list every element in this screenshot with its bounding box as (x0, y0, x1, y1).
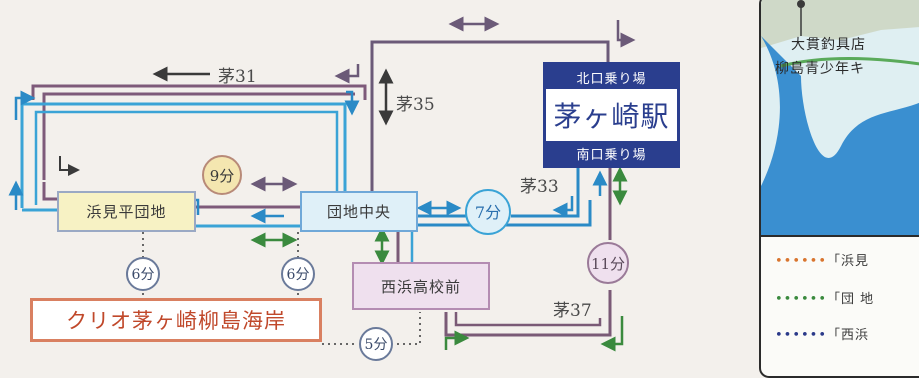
inset-label-yanagishima: 柳島青少年キ (775, 61, 865, 77)
arrow-green-bottom-2 (600, 316, 624, 352)
corridor-left-purple (42, 182, 58, 201)
north-exit-label: 北口乗り場 (546, 65, 677, 89)
stop-hamamidaira[interactable]: 浜見平団地 (57, 191, 196, 232)
arrow-top-right (616, 20, 636, 48)
arrow-chi33-corner (552, 196, 574, 218)
route-line-chi33-c (418, 200, 592, 227)
route-line-chi31-left (42, 92, 355, 180)
inset-map-graphic (761, 0, 919, 237)
arrow-blue-left-up (14, 90, 36, 120)
route-line-chi35 (370, 40, 610, 205)
walk-dotted-6 (397, 312, 421, 345)
legend-item-nishihama: ••••••「西浜 (775, 328, 870, 343)
inset-label-tsurigu: 大貫釣具店 (791, 37, 866, 53)
legend-item-danchi: ••••••「団 地 (775, 292, 875, 307)
destination-clio-chigasaki[interactable]: クリオ茅ヶ崎柳島海岸 (30, 298, 322, 342)
station-name: 茅ヶ崎駅 (553, 100, 670, 133)
chigasaki-station[interactable]: 北口乗り場 茅ヶ崎駅 南口乗り場 (543, 62, 680, 168)
route-line-chi33-b (511, 168, 580, 218)
route-label-chi35: 茅35 (396, 95, 435, 115)
legend-dots-green: •••••• (775, 292, 828, 307)
route-label-chi33: 茅33 (520, 177, 559, 197)
legend-dots-navy: •••••• (775, 328, 828, 343)
route-label-chi31: 茅31 (218, 67, 257, 87)
stop-danchi-chuo[interactable]: 団地中央 (300, 191, 418, 232)
legend-dots-orange: •••••• (775, 254, 828, 269)
route-label-chi37: 茅37 (553, 301, 592, 321)
route-map: 茅31 茅35 茅33 茅37 浜見平団地 団地中央 西浜高校前 クリオ茅ヶ崎柳… (8, 0, 919, 378)
inset-map: 大貫釣具店 柳島青少年キ ••••••「浜見 ••••••「団 地 ••••••… (759, 0, 919, 378)
route-line-blue-inner (34, 110, 339, 205)
arrow-purple-small (59, 156, 80, 176)
route-line-chi37-c (454, 312, 602, 327)
route-line-blue-loop (20, 102, 347, 208)
arrow-chi31-corner (334, 64, 360, 84)
stop-nishihama-koko[interactable]: 西浜高校前 (352, 262, 490, 310)
arrow-green-bottom-1 (444, 330, 470, 350)
south-exit-label: 南口乗り場 (546, 141, 677, 165)
arrow-blue-right-down (344, 90, 360, 116)
legend-item-hamami: ••••••「浜見 (775, 254, 870, 269)
route-line-chi37-b (444, 290, 612, 337)
